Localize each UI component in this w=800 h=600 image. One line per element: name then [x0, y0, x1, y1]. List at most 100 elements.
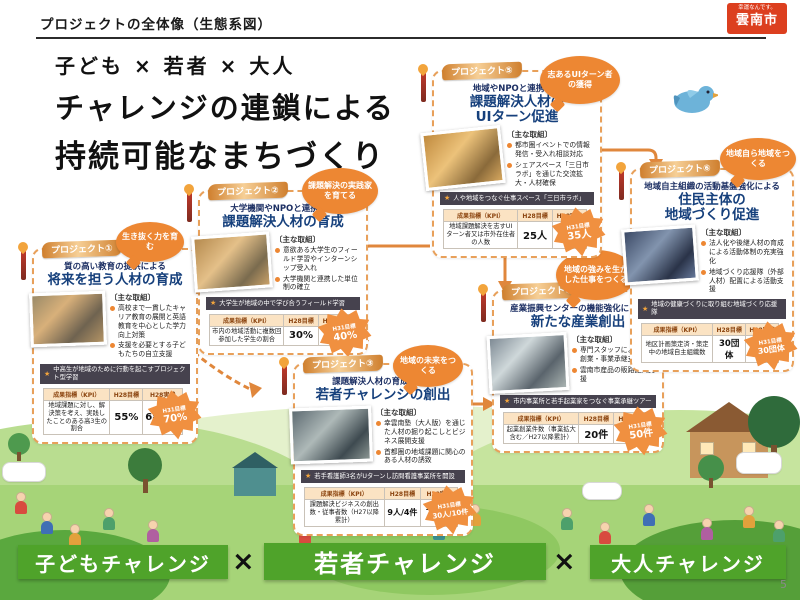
card-subtitle: 課題解決人材の育成による	[332, 377, 434, 387]
highlight-text: 中高生が地域のために行動を起こすプロジェクト型学習	[53, 366, 186, 381]
highlight-text: 地域の健康づくりに取り組む地域づくり応援隊	[651, 301, 778, 317]
project-badge: プロジェクト②	[207, 181, 288, 201]
person-illustration	[772, 520, 786, 542]
initiative-item: 地域づくり応援隊（外部人材）配置による活動支援	[701, 268, 787, 294]
tree-icon	[698, 455, 724, 488]
person-illustration	[700, 518, 714, 540]
person-illustration	[642, 504, 656, 526]
initiative-text: 専門スタッフによる起業創業・事業承継支援	[580, 346, 655, 363]
kpi-target: 55%	[109, 399, 144, 436]
initiative-item: 意欲ある大学生のフィールド学習やインターンシップ受入れ	[275, 246, 361, 272]
kpi-header: 成果指標（KPI）	[304, 487, 385, 500]
initiative-item: 専門スタッフによる起業創業・事業承継支援	[572, 346, 657, 364]
star-icon: ★	[642, 304, 649, 313]
kpi-target: 20件	[578, 423, 615, 444]
initiative-text: 都市圏イベントでの情報発信・受入れ相談対応	[515, 141, 590, 159]
bullet-icon	[572, 348, 577, 354]
project-badge: プロジェクト⑥	[639, 159, 720, 179]
initiative-item: シェアスペース「三日市ラボ」を通じた交流拡大・人材確保	[507, 161, 595, 187]
highlight-band: ★若手看護師3名がUターンし訪問看護事業所を開設	[301, 470, 465, 483]
star-icon: ★	[44, 369, 51, 378]
logo-name: 雲南市	[735, 12, 778, 28]
photo-placeholder	[420, 125, 506, 192]
goal-value: 40%	[332, 329, 359, 344]
kpi-header: H28目標	[712, 322, 747, 336]
kpi-header: H28目標	[517, 209, 553, 223]
card-title: 住民主体の 地域づくり促進	[664, 192, 760, 224]
star-icon: ★	[504, 397, 511, 406]
highlight-text: 大学生が地域の中で学び合うフィールド学習	[219, 299, 345, 307]
bullet-icon	[507, 162, 512, 168]
initiative-item: 雲南市産品の販路拡大支援	[572, 366, 657, 384]
speech-bubble-blank	[2, 462, 46, 482]
highlight-text: 市内事業所と若手起業家をつなぐ事業承継ツアー	[513, 397, 652, 405]
goal-value: 30団体	[757, 343, 786, 357]
initiative-item: 大学機関と連携した単位制の確立	[275, 275, 361, 293]
highlight-band: ★大学生が地域の中で学び合うフィールド学習	[206, 297, 360, 310]
initiative-text: 地域づくり応援隊（外部人材）配置による活動支援	[709, 267, 784, 294]
person-illustration	[102, 508, 116, 530]
torch-icon	[481, 292, 486, 322]
person-illustration	[742, 506, 756, 528]
initiative-text: 法人化や後継人材の育成による活動体制の充実強化	[709, 239, 784, 265]
banner-child-challenge: 子どもチャレンジ	[18, 545, 228, 579]
project-badge: プロジェクト①	[41, 239, 122, 259]
highlight-band: ★地域の健康づくりに取り組む地域づくり応援隊	[638, 299, 786, 319]
initiative-text: 幸雲南塾（大人版）を通じた人材の掘り起こしとビジネス展開支援	[384, 419, 466, 445]
card-subtitle: 産業振興センターの機能強化による	[510, 304, 646, 314]
goal-value: 35人	[566, 228, 592, 243]
star-icon: ★	[444, 194, 451, 203]
bullet-icon	[572, 367, 577, 373]
bird-icon	[673, 86, 718, 113]
header-divider	[36, 37, 766, 39]
initiatives-label: 〔主な取組〕	[376, 408, 421, 418]
multiply-separator: ×	[553, 546, 576, 577]
initiative-text: 支援を必要とする子どもたちの自立支援	[118, 341, 186, 359]
goal-value: 50件	[628, 427, 654, 442]
kpi-target: 25人	[517, 221, 553, 249]
person-illustration	[14, 492, 28, 514]
speech-bubble-blank	[736, 452, 782, 474]
initiative-item: 法人化や後継人材の育成による活動体制の充実強化	[701, 239, 787, 265]
bullet-icon	[110, 343, 115, 349]
initiative-item: 首都圏の地域課題に関心のある人材の誘致	[376, 448, 466, 466]
kpi-header: 成果指標（KPI）	[640, 322, 714, 336]
speech-bubble: 地域の未来をつくる	[393, 345, 463, 387]
card-subtitle: 質の高い教育の提供による	[64, 262, 166, 272]
speech-bubble-blank	[582, 482, 622, 500]
initiatives-label: 〔主な取組〕	[572, 335, 617, 345]
banner-adult-challenge: 大人チャレンジ	[590, 545, 786, 579]
speech-bubble: 志あるUIターン者の獲得	[540, 56, 620, 104]
photo-placeholder	[289, 405, 373, 465]
star-icon: ★	[210, 299, 217, 308]
star-icon: ★	[305, 472, 312, 481]
initiative-text: 高校まで一貫したキャリア教育の展開と英語教育を中心とした学力向上対策	[118, 304, 186, 339]
torch-icon	[187, 192, 192, 222]
person-illustration	[598, 522, 612, 544]
multiply-separator: ×	[232, 546, 255, 577]
torch-icon	[21, 250, 26, 280]
page-title: プロジェクトの全体像（生態系図）	[40, 17, 272, 33]
card-title: 新たな産業創出	[530, 314, 626, 330]
title-line-2: チャレンジの連鎖による	[55, 91, 395, 125]
photo-placeholder	[621, 224, 699, 286]
kpi-header: 成果指標（KPI）	[502, 411, 580, 425]
initiative-item: 幸雲南塾（大人版）を通じた人材の掘り起こしとビジネス展開支援	[376, 419, 466, 445]
bullet-icon	[701, 241, 706, 247]
project-card-2: プロジェクト② 課題解決の実践家を育てる 大学機関やNPOと連携した 課題解決人…	[187, 168, 378, 355]
card-title: 将来を担う人材の育成	[47, 272, 183, 288]
card-title: 課題解決人材の UIターン促進	[469, 94, 565, 126]
kpi-label: 地域課題解決を志すUIターン者又は市外在住者の人数	[442, 221, 519, 249]
initiative-text: 大学機関と連携した単位制の確立	[283, 274, 358, 292]
speech-bubble: 課題解決の実践家を育てる	[302, 168, 378, 214]
initiative-item: 支援を必要とする子どもたちの自立支援	[110, 341, 191, 359]
bullet-icon	[110, 306, 115, 312]
kpi-header: 成果指標（KPI）	[42, 387, 111, 401]
kpi-header: H28目標	[283, 314, 319, 327]
person-illustration	[560, 508, 574, 530]
card-title: 若者チャレンジの創出	[315, 387, 451, 403]
logo-tagline: 幸運なんです。	[738, 5, 776, 11]
torch-icon	[619, 170, 624, 200]
project-card-1: プロジェクト① 生き抜く力を育む 質の高い教育の提供による 将来を担う人材の育成…	[21, 222, 198, 444]
card-title: 課題解決人材の育成	[222, 214, 344, 230]
